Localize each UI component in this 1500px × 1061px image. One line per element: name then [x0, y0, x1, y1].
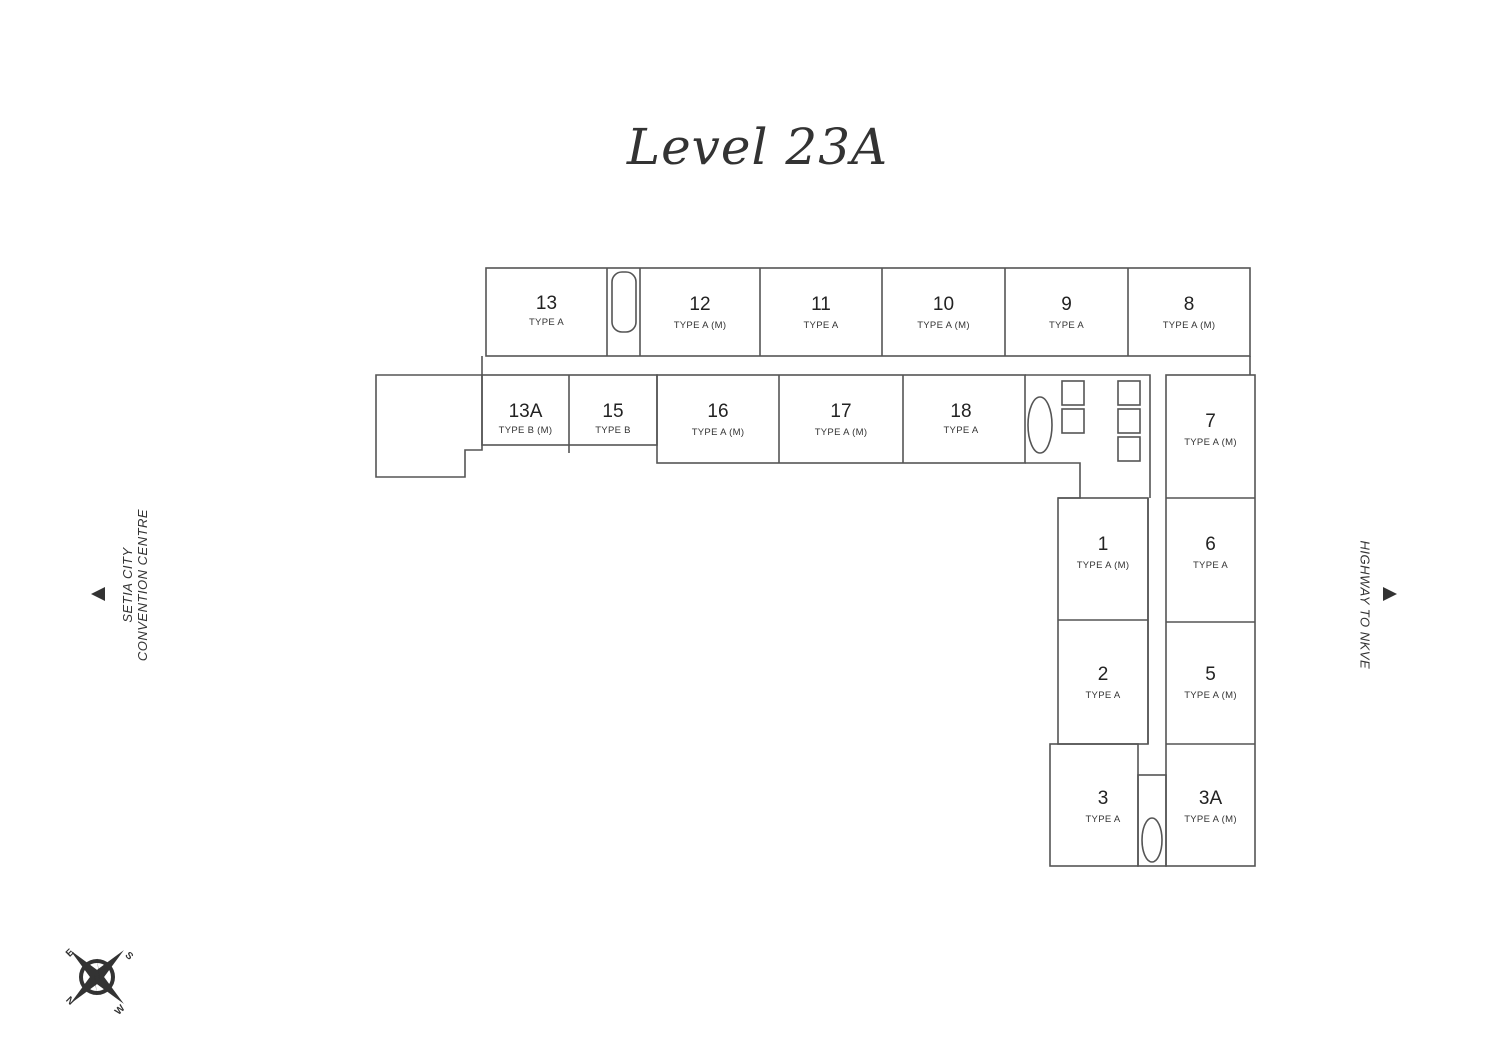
unit-number: 13A: [508, 401, 543, 422]
compass-icon: [70, 950, 124, 1004]
unit-type: TYPE B: [595, 425, 631, 436]
compass-label-w: W: [113, 1003, 128, 1018]
direction-right: HIGHWAY TO NKVE: [1357, 540, 1373, 670]
unit-type: TYPE A: [1085, 814, 1121, 825]
direction-left-line1: SETIA CITY: [120, 547, 135, 623]
unit-number: 12: [689, 294, 711, 315]
unit-type: TYPE A (M): [1076, 560, 1130, 571]
unit-type: TYPE A (M): [673, 320, 727, 331]
unit-type: TYPE A: [803, 320, 839, 331]
unit-number: 17: [830, 401, 852, 422]
unit-type: TYPE B (M): [498, 425, 553, 436]
compass-label-s: S: [123, 950, 136, 963]
unit-number: 11: [811, 294, 831, 315]
left-arrow-icon: [91, 587, 105, 601]
compass-label-e: E: [64, 947, 77, 960]
unit-type: TYPE A: [943, 425, 979, 436]
compass-label-n: N: [63, 995, 76, 1008]
unit-number: 18: [950, 401, 972, 422]
unit-type: TYPE A: [1085, 690, 1121, 701]
unit-number: 7: [1205, 411, 1216, 432]
unit-type: TYPE A (M): [917, 320, 970, 331]
unit-number: 1: [1097, 534, 1109, 555]
unit-number: 8: [1183, 294, 1195, 315]
unit-type: TYPE A: [1048, 320, 1085, 331]
unit-number: 16: [707, 401, 729, 422]
direction-left: SETIA CITY CONVENTION CENTRE: [120, 505, 150, 665]
unit-13a[interactable]: 13A TYPE B (M): [482, 401, 569, 436]
unit-number: 5: [1205, 664, 1216, 685]
unit-number: 10: [932, 294, 955, 315]
unit-type: TYPE A (M): [691, 427, 745, 438]
unit-3a[interactable]: 3A TYPE A (M): [1166, 788, 1255, 825]
right-arrow-icon: [1383, 587, 1397, 601]
page-title: Level 23A: [626, 118, 889, 176]
unit-number: 15: [602, 401, 624, 422]
unit-outline: [485, 267, 1251, 357]
unit-number: 2: [1097, 664, 1109, 685]
direction-left-line2: CONVENTION CENTRE: [135, 508, 150, 662]
terrace-outline: [375, 374, 483, 478]
unit-number: 9: [1061, 294, 1072, 315]
unit-type: TYPE A (M): [1162, 320, 1216, 331]
unit-number: 13: [535, 293, 558, 314]
unit-type: TYPE A (M): [814, 427, 868, 438]
unit-number: 6: [1205, 534, 1216, 555]
unit-type: TYPE A: [1192, 560, 1229, 571]
unit-type: TYPE A (M): [1184, 690, 1237, 701]
unit-type: TYPE A (M): [1184, 437, 1237, 448]
unit-number: 3A: [1198, 788, 1223, 809]
unit-type: TYPE A (M): [1184, 814, 1237, 825]
unit-type: TYPE A: [528, 317, 565, 328]
unit-number: 3: [1097, 788, 1109, 809]
